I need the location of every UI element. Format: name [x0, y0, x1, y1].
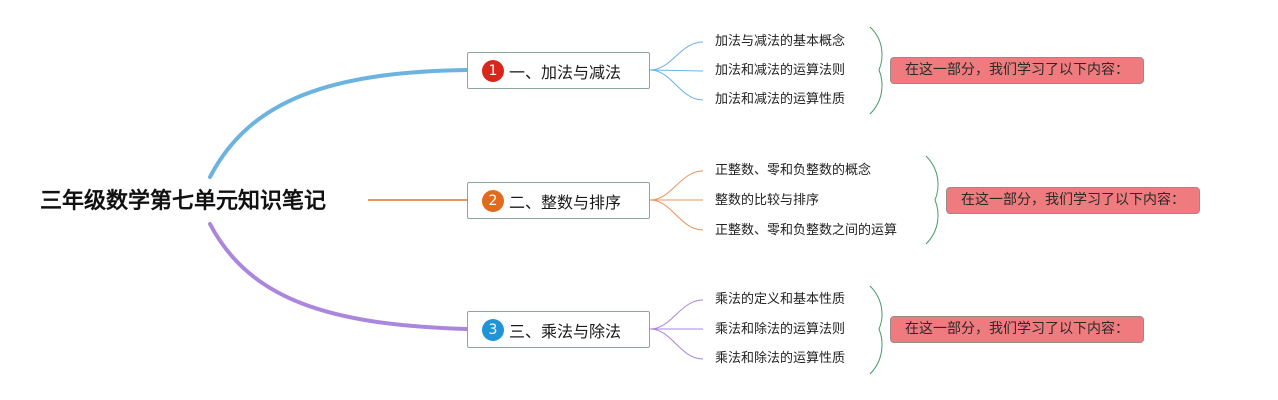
number-badge-1: 1: [482, 59, 504, 82]
leaf-line-3-1: [649, 299, 704, 330]
subtopic-3-1[interactable]: 乘法的定义和基本性质: [715, 292, 846, 307]
subtopic-2-1[interactable]: 正整数、零和负整数的概念: [715, 163, 872, 178]
subtopic-1-3[interactable]: 加法和减法的运算性质: [715, 92, 846, 107]
topic-node-3[interactable]: 3 三、乘法与除法: [467, 311, 650, 348]
central-topic[interactable]: 三年级数学第七单元知识笔记: [40, 189, 327, 214]
summary-box-2[interactable]: 在这一部分，我们学习了以下内容：: [946, 187, 1200, 214]
summary-bracket-3: [869, 285, 883, 375]
leaf-line-3-3: [649, 328, 704, 360]
leaf-line-1-1: [649, 41, 704, 71]
branch-line-3: [208, 222, 469, 331]
topic-label-3: 三、乘法与除法: [509, 321, 622, 341]
summary-box-1[interactable]: 在这一部分，我们学习了以下内容：: [890, 57, 1144, 84]
subtopic-1-1[interactable]: 加法与减法的基本概念: [715, 34, 846, 49]
leaf-line-2-1: [649, 170, 704, 201]
leaf-line-2-3: [649, 199, 704, 231]
number-badge-2: 2: [482, 189, 504, 212]
subtopic-1-2[interactable]: 加法和减法的运算法则: [715, 63, 846, 78]
subtopic-2-3[interactable]: 正整数、零和负整数之间的运算: [715, 223, 898, 238]
subtopic-3-3[interactable]: 乘法和除法的运算性质: [715, 351, 846, 366]
summary-bracket-2: [925, 155, 939, 245]
summary-bracket-1: [869, 26, 883, 115]
leaf-line-1-3: [649, 69, 704, 101]
topic-node-2[interactable]: 2 二、整数与排序: [467, 182, 650, 219]
subtopic-3-2[interactable]: 乘法和除法的运算法则: [715, 322, 846, 337]
leaf-line-1-2: [649, 69, 704, 72]
branch-line-1: [208, 68, 469, 179]
topic-node-1[interactable]: 1 一、加法与减法: [467, 52, 650, 89]
subtopic-2-2[interactable]: 整数的比较与排序: [715, 193, 820, 208]
topic-label-2: 二、整数与排序: [509, 192, 622, 212]
summary-box-3[interactable]: 在这一部分，我们学习了以下内容：: [890, 316, 1144, 343]
topic-label-1: 一、加法与减法: [509, 62, 622, 82]
number-badge-3: 3: [482, 318, 504, 341]
